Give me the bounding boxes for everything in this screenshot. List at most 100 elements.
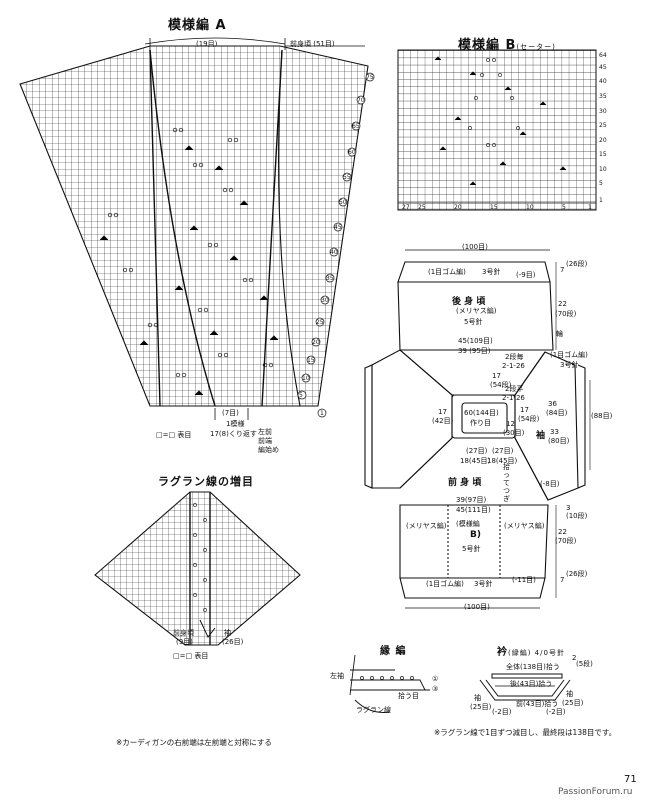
collar-total: 全体(138目)拾う — [506, 663, 560, 671]
pattern-b-bottom-num: 15 — [490, 204, 498, 211]
pattern-b-right-num: 35 — [599, 93, 607, 100]
front-count3: 18(45目) — [460, 457, 491, 465]
pattern-b-right-num: 10 — [599, 166, 607, 173]
note-left: ※カーディガンの右前端は左前端と対称にする — [116, 738, 272, 747]
sleeve-w3: 33 — [550, 428, 559, 436]
page-number: 71 — [624, 774, 637, 785]
pattern-a-top-right: 前身頃 (51目) — [290, 40, 335, 48]
front-count2: (27目) — [492, 447, 514, 455]
pattern-b-title-sub: (セーター) — [516, 43, 556, 51]
front-stitch-m: (模様編 — [456, 520, 480, 528]
row-label: 20 — [312, 339, 320, 346]
pattern-b-right-num: 45 — [599, 64, 607, 71]
pattern-b-chart — [397, 49, 597, 211]
raglan-left-sub: (9目) — [176, 638, 193, 646]
neck-label: 作り目 — [470, 419, 491, 427]
edge-bottom-label: ラグラン線 — [356, 706, 391, 714]
pattern-b-bottom-num: 1 — [588, 204, 592, 211]
neck-count: 60(144目) — [464, 409, 499, 417]
raglan-left-label: 前身頃 — [173, 629, 194, 637]
front-stitch-r: (メリヤス編) — [504, 522, 545, 530]
collar-back: 後(43目)拾う — [510, 680, 553, 688]
front-count5: 39(97目) — [456, 496, 487, 504]
pattern-b-right-num: 30 — [599, 108, 607, 115]
pattern-b-title-text: 模様編 B — [458, 38, 517, 53]
edge-stitch-diagram — [349, 654, 430, 713]
sleeve-label: 袖 — [536, 431, 546, 441]
row-label: 25 — [316, 319, 324, 326]
front-count1: (27目) — [466, 447, 488, 455]
rib-rows: (26段) — [566, 260, 588, 268]
dec-d: 2段平 — [505, 385, 524, 393]
front-count6: 45(111目) — [456, 506, 491, 514]
front-rib-needle: 3号針 — [474, 580, 493, 588]
row-label: 60 — [348, 149, 356, 156]
pattern-b-bottom-num: 25 — [418, 204, 426, 211]
edge-title: 縁 編 — [380, 646, 407, 657]
front-rib-rows: (26段) — [566, 570, 588, 578]
body-height: 22 — [558, 300, 567, 308]
collar-sleeve-r2: (25目) — [562, 699, 584, 707]
collar-title: 衿(縁編) 4/0号針 — [497, 643, 565, 658]
pattern-a-bottom-side2: 前端 — [258, 437, 272, 445]
rib-height: 7 — [560, 266, 565, 274]
pattern-a-bottom-repeat-sub: 17(8)くり返す — [210, 430, 257, 438]
collar-sleeve-l: 袖 — [474, 694, 481, 702]
schematic-top-width: (100目) — [462, 243, 488, 251]
sleeve-w2: (84目) — [546, 409, 568, 417]
wa-label: 輪 — [556, 330, 563, 338]
edge-mark3: ③ — [432, 685, 439, 693]
pattern-a-title: 模様編 A — [168, 18, 227, 33]
raglan-h3: 17 — [520, 406, 529, 414]
raglan-h2: (54段) — [490, 381, 512, 389]
front-dec: (-11目) — [512, 576, 536, 584]
collar-title-sub: (縁編) 4/0号針 — [508, 649, 565, 657]
raglan-right-sub: (26目) — [222, 638, 244, 646]
sleeve-dec: (-8目) — [540, 480, 560, 488]
dec-c: 2-1-26 — [502, 394, 525, 402]
row-label: 70 — [357, 97, 365, 104]
row-label: 45 — [334, 224, 342, 231]
pattern-b-right-num: 5 — [599, 180, 603, 187]
row-label: 10 — [302, 375, 310, 382]
row-label: 1 — [320, 410, 324, 417]
front-height: 22 — [558, 528, 567, 536]
row-label: 40 — [330, 249, 338, 256]
pattern-b-bottom-num: 27 — [402, 204, 410, 211]
sleeve-w5: (88目) — [591, 412, 613, 420]
row-label: 50 — [339, 199, 347, 206]
raglan-chart — [94, 491, 301, 646]
row-label: 65 — [352, 123, 360, 130]
back-count2: 39 (95目) — [458, 347, 491, 355]
pattern-a-bottom-side3: 編始め — [258, 446, 279, 454]
front-title: 前 身 頃 — [448, 478, 482, 488]
neck-side-l2: (42目) — [432, 417, 454, 425]
back-needle: 3号針 — [482, 268, 501, 276]
pattern-a-bottom-repeat: 1模様 — [226, 420, 245, 428]
row-label: 5 — [299, 392, 303, 399]
raglan-legend: □=□ 表目 — [173, 652, 209, 660]
collar-height2: (5段) — [576, 660, 593, 668]
dec-a: 2段毎 — [505, 353, 524, 361]
raglan-right-label: 袖 — [224, 629, 231, 637]
watermark: PassionForum.ru — [558, 787, 633, 797]
pattern-b-bottom-num: 10 — [526, 204, 534, 211]
sleeve-cuff2: (10段) — [566, 512, 588, 520]
body-rows: (70段) — [555, 310, 577, 318]
sleeve-w1: 36 — [548, 400, 557, 408]
back-stitch: (メリヤス編) — [456, 307, 497, 315]
neck-side-l: 17 — [438, 408, 447, 416]
pattern-b-right-num: 64 — [599, 52, 607, 59]
dec-b: 2-1-26 — [502, 362, 525, 370]
pattern-a-bottom-count: (7目) — [222, 409, 239, 417]
back-needle2: 5号針 — [464, 318, 483, 326]
collar-sleeve-l2: (25目) — [470, 703, 492, 711]
front-count4: 18(45目) — [487, 457, 518, 465]
neck-side-r2: (30目) — [503, 429, 525, 437]
pattern-b-right-num: 25 — [599, 122, 607, 129]
pattern-b-bottom-num: 20 — [454, 204, 462, 211]
sleeve-cuff: 3 — [566, 504, 571, 512]
front-rib: (1目ゴム編) — [426, 580, 464, 588]
pattern-b-title: 模様編 B(セーター) — [458, 34, 556, 53]
pattern-b-right-num: 1 — [599, 197, 603, 204]
